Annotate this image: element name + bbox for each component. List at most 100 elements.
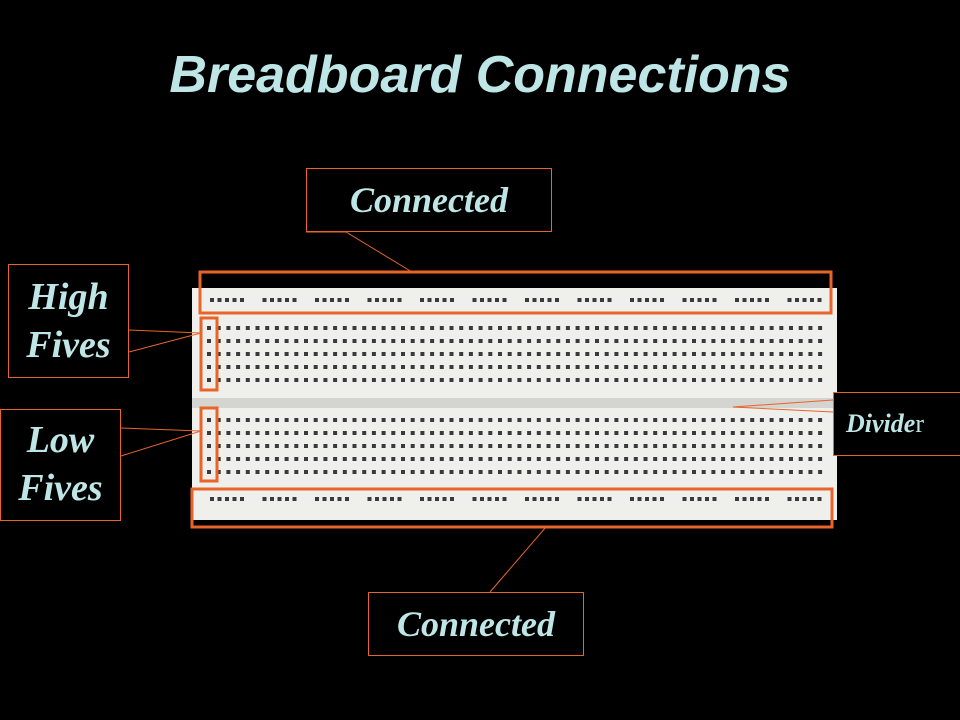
breadboard-hole <box>769 470 774 474</box>
breadboard-hole <box>468 352 473 356</box>
breadboard-hole <box>697 298 702 302</box>
breadboard-hole <box>546 339 551 343</box>
breadboard-hole <box>410 339 415 343</box>
breadboard-hole <box>284 470 289 474</box>
breadboard-hole <box>420 339 425 343</box>
breadboard-hole <box>546 418 551 422</box>
breadboard-hole <box>507 444 512 448</box>
breadboard-hole <box>459 444 464 448</box>
breadboard-hole <box>787 298 792 302</box>
breadboard-hole <box>546 470 551 474</box>
breadboard-hole <box>313 418 318 422</box>
breadboard-hole <box>759 378 764 382</box>
breadboard-hole <box>342 418 347 422</box>
breadboard-hole <box>711 326 716 330</box>
breadboard-hole <box>789 378 793 382</box>
breadboard-hole <box>265 444 270 448</box>
breadboard-hole <box>274 339 279 343</box>
breadboard-hole <box>450 497 454 501</box>
breadboard-hole <box>798 431 803 435</box>
breadboard-hole <box>478 378 483 382</box>
breadboard-hole <box>818 431 823 435</box>
breadboard-hole <box>740 431 745 435</box>
breadboard-hole <box>742 497 747 501</box>
breadboard-hole <box>371 431 376 435</box>
breadboard-hole <box>216 431 221 435</box>
breadboard-hole <box>660 298 664 302</box>
breadboard-hole <box>352 339 357 343</box>
breadboard-hole <box>769 326 774 330</box>
breadboard-hole <box>633 339 638 343</box>
breadboard-hole <box>712 298 717 302</box>
breadboard-hole <box>556 365 561 369</box>
breadboard-hole <box>410 444 415 448</box>
breadboard-hole <box>721 326 726 330</box>
breadboard-hole <box>391 326 396 330</box>
breadboard-hole <box>245 470 250 474</box>
breadboard-hole <box>787 497 792 501</box>
breadboard-hole <box>498 457 502 461</box>
breadboard-hole <box>546 365 551 369</box>
breadboard-hole <box>633 457 638 461</box>
breadboard-hole <box>682 470 687 474</box>
breadboard-hole <box>265 378 270 382</box>
breadboard-hole <box>556 352 561 356</box>
leader-connected-bottom <box>489 526 552 593</box>
connected-bottom-text: Connected <box>397 604 555 644</box>
breadboard-hole <box>653 326 658 330</box>
breadboard-hole <box>333 457 338 461</box>
breadboard-hole <box>381 470 386 474</box>
breadboard-hole <box>420 418 425 422</box>
breadboard-hole <box>536 365 541 369</box>
breadboard-hole <box>478 418 483 422</box>
breadboard-hole <box>740 378 745 382</box>
breadboard-hole <box>692 326 696 330</box>
breadboard-hole <box>225 497 229 501</box>
breadboard-hole <box>536 457 541 461</box>
breadboard-hole <box>255 457 260 461</box>
breadboard-hole <box>226 326 231 330</box>
breadboard-hole <box>711 444 716 448</box>
breadboard-hole <box>653 352 658 356</box>
breadboard-hole <box>585 352 590 356</box>
breadboard-hole <box>585 431 590 435</box>
breadboard-hole <box>210 298 214 302</box>
breadboard-hole <box>565 431 570 435</box>
breadboard-hole <box>304 470 308 474</box>
breadboard-hole <box>750 298 754 302</box>
breadboard-hole <box>672 431 677 435</box>
leader-divider <box>732 399 834 413</box>
breadboard-hole <box>730 365 735 369</box>
breadboard-hole <box>236 470 241 474</box>
breadboard-hole <box>371 418 376 422</box>
breadboard-hole <box>294 431 299 435</box>
breadboard-hole <box>779 378 784 382</box>
breadboard-hole <box>789 339 793 343</box>
breadboard-hole <box>304 431 308 435</box>
breadboard-hole <box>672 352 677 356</box>
breadboard-hole <box>371 470 376 474</box>
breadboard-hole <box>294 339 299 343</box>
breadboard-hole <box>817 298 822 302</box>
breadboard-hole <box>701 326 706 330</box>
breadboard-hole <box>337 298 342 302</box>
breadboard-hole <box>420 326 425 330</box>
breadboard-hole <box>595 457 599 461</box>
high-fives-line1: High <box>28 276 109 318</box>
breadboard-hole <box>662 352 667 356</box>
breadboard-hole <box>472 298 477 302</box>
breadboard-hole <box>459 470 464 474</box>
breadboard-hole <box>507 378 512 382</box>
breadboard-hole <box>740 326 745 330</box>
breadboard-hole <box>692 431 696 435</box>
breadboard-hole <box>390 298 394 302</box>
breadboard-hole <box>323 339 328 343</box>
breadboard-hole <box>536 431 541 435</box>
breadboard-hole <box>682 444 687 448</box>
breadboard-hole <box>546 444 551 448</box>
breadboard-hole <box>449 339 454 343</box>
breadboard-hole <box>274 470 279 474</box>
breadboard-hole <box>391 457 396 461</box>
breadboard-hole <box>672 457 677 461</box>
breadboard-hole <box>547 298 552 302</box>
